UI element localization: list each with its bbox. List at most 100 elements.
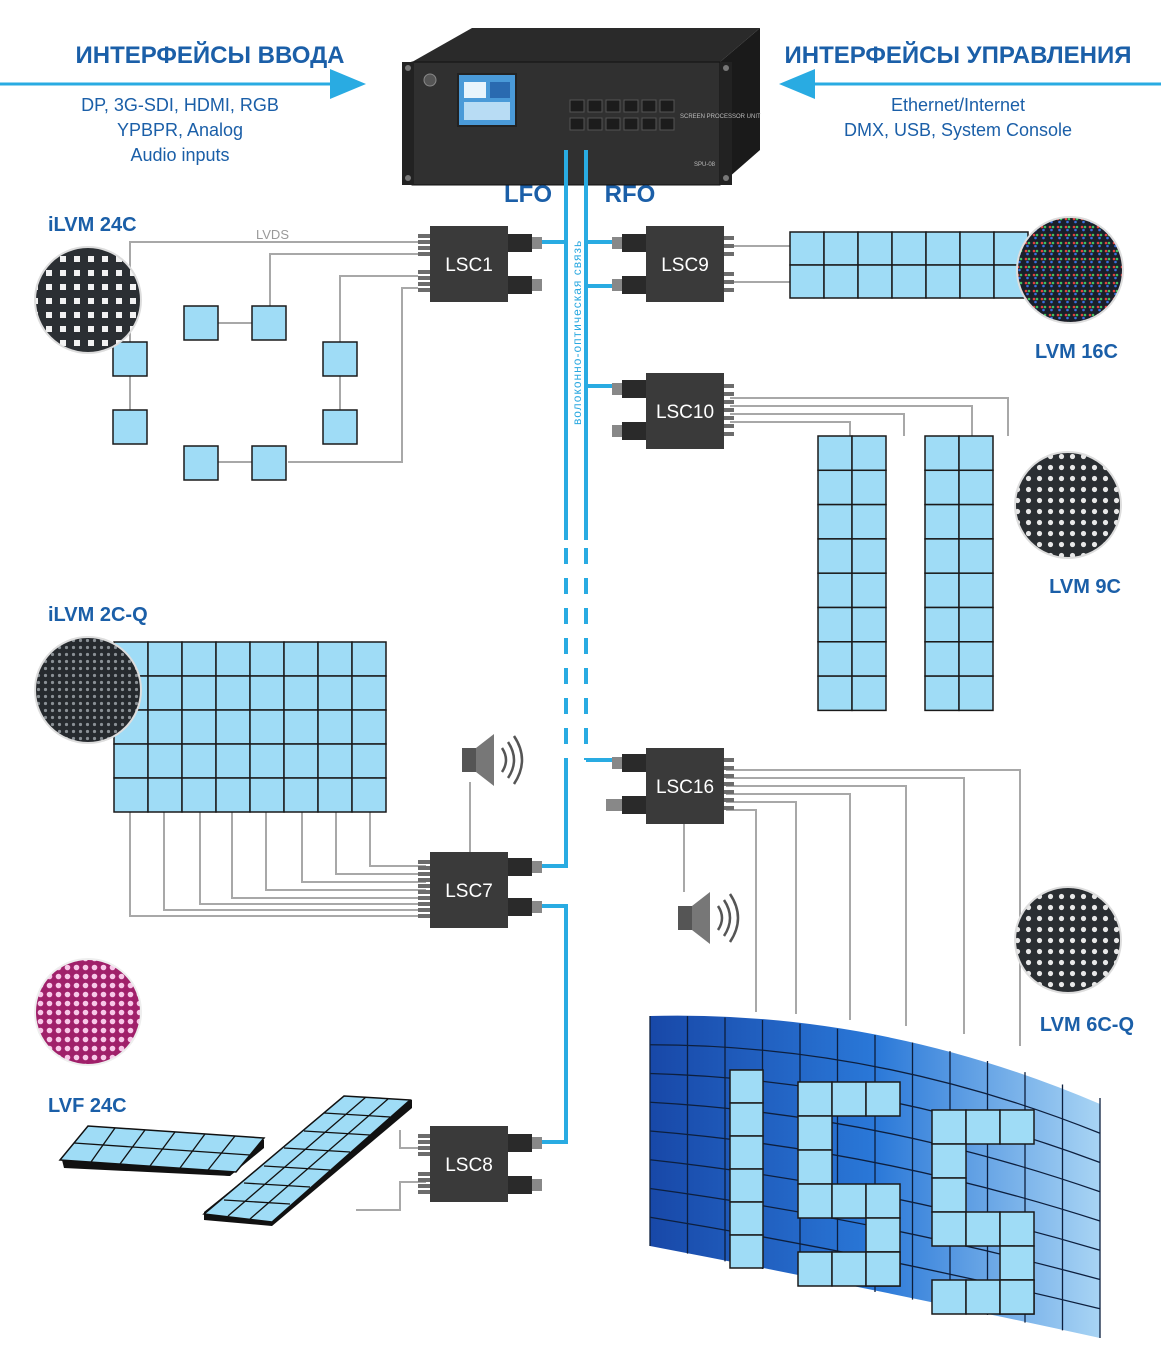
led-module-tile xyxy=(147,777,183,813)
led-module-tile xyxy=(147,709,183,745)
led-module-tile xyxy=(283,675,319,711)
fiber-optic-links: LFO RFO волоконно-оптическая связь xyxy=(504,150,656,1144)
led-module-tile xyxy=(181,709,217,745)
input-line-1: DP, 3G-SDI, HDMI, RGB xyxy=(81,95,279,115)
controller-lsc7: LSC7 xyxy=(418,852,542,928)
led-module-tile xyxy=(931,1177,967,1213)
led-module-tile xyxy=(729,1135,764,1170)
led-module-tile xyxy=(797,1081,833,1117)
led-module-tile xyxy=(317,777,353,813)
led-module-tile xyxy=(249,777,285,813)
speaker-icon xyxy=(462,734,524,786)
ilvm2cq-closeup xyxy=(34,636,142,744)
led-module-tile xyxy=(317,675,353,711)
led-module-tile xyxy=(931,1109,967,1145)
led-module-tile xyxy=(831,1183,867,1219)
controller-lsc7-label: LSC7 xyxy=(445,881,493,902)
led-module-tile xyxy=(113,743,149,779)
led-module-tile xyxy=(729,1201,764,1236)
led-module-tile xyxy=(965,1279,1001,1315)
lvm16c-wall xyxy=(789,231,1029,299)
led-module-tile xyxy=(817,503,853,540)
led-module-tile xyxy=(215,641,251,677)
device-brand-text: SCREEN PROCESSOR UNIT xyxy=(680,114,761,120)
led-module-tile xyxy=(797,1115,833,1151)
led-module-tile xyxy=(317,641,353,677)
control-interfaces-block: ИНТЕРФЕЙСЫ УПРАВЛЕНИЯ Ethernet/Internet … xyxy=(779,41,1161,140)
input-interfaces-block: ИНТЕРФЕЙСЫ ВВОДА DP, 3G-SDI, HDMI, RGB Y… xyxy=(0,41,366,165)
fiber-left-to-lsc7 xyxy=(540,760,568,868)
led-module-tile xyxy=(729,1234,764,1269)
controller-lsc16-label: LSC16 xyxy=(656,777,714,798)
controller-lsc1-label: LSC1 xyxy=(445,255,493,276)
led-module-tile xyxy=(999,1279,1035,1315)
control-line-2: DMX, USB, System Console xyxy=(844,120,1072,140)
ilvm24c-closeup xyxy=(34,246,142,354)
led-module-tile xyxy=(215,675,251,711)
led-module-tile xyxy=(865,1251,901,1287)
controller-lsc8-label: LSC8 xyxy=(445,1155,493,1176)
lvm6cq-closeup xyxy=(1014,886,1122,994)
led-module-tile xyxy=(865,1183,901,1219)
led-module-tile xyxy=(351,709,387,745)
led-module-tile xyxy=(958,641,994,677)
screen-processor-unit: SCREEN PROCESSOR UNIT SPU-08 xyxy=(402,28,761,186)
controller-lsc9: LSC9 xyxy=(612,226,734,302)
led-module-tile xyxy=(215,709,251,745)
controller-lsc8: LSC8 xyxy=(418,1126,542,1202)
led-module-tile xyxy=(249,641,285,677)
led-module-tile xyxy=(113,777,149,813)
led-module-tile xyxy=(729,1168,764,1203)
led-module-tile xyxy=(317,709,353,745)
led-module-tile xyxy=(924,435,960,472)
led-module-tile xyxy=(924,503,960,540)
led-module-tile xyxy=(351,743,387,779)
led-module-tile xyxy=(924,675,960,712)
led-module-tile xyxy=(817,641,853,677)
led-module-tile xyxy=(958,606,994,643)
ilvm24c-label: iLVM 24C xyxy=(48,214,137,236)
led-module-tile xyxy=(283,777,319,813)
led-module-tile xyxy=(797,1183,833,1219)
led-module-tile xyxy=(924,572,960,609)
led-module-tile xyxy=(851,675,887,712)
ilvm24c-modules xyxy=(112,305,358,481)
led-module-tile xyxy=(317,743,353,779)
control-interfaces-title: ИНТЕРФЕЙСЫ УПРАВЛЕНИЯ xyxy=(784,41,1131,69)
led-module-tile xyxy=(924,538,960,574)
led-module-tile xyxy=(147,675,183,711)
led-module-tile xyxy=(249,743,285,779)
led-module-tile xyxy=(283,743,319,779)
led-module-tile xyxy=(181,777,217,813)
led-module-tile xyxy=(999,1211,1035,1247)
controller-lsc16: LSC16 xyxy=(606,748,734,824)
led-module-tile xyxy=(924,469,960,506)
controller-lsc9-label: LSC9 xyxy=(661,255,709,276)
led-module-tile xyxy=(999,1245,1035,1281)
led-module-tile xyxy=(283,641,319,677)
led-module-tile xyxy=(851,503,887,540)
led-module-tile xyxy=(851,606,887,643)
lvds-label: LVDS xyxy=(256,227,289,242)
input-line-2: YPBPR, Analog xyxy=(117,120,243,140)
lvf24c-closeup xyxy=(34,958,142,1066)
led-module-tile xyxy=(958,675,994,712)
led-module-tile xyxy=(729,1069,764,1104)
led-module-tile xyxy=(931,1279,967,1315)
led-module-tile xyxy=(965,1109,1001,1145)
led-module-tile xyxy=(851,572,887,609)
lvm9c-closeup xyxy=(1014,451,1122,559)
led-module-tile xyxy=(797,1251,833,1287)
led-module-tile xyxy=(931,1211,967,1247)
led-module-tile xyxy=(147,641,183,677)
rfo-label: RFO xyxy=(605,181,656,208)
ilvm2cq-wall xyxy=(113,641,387,813)
lvf24c-label: LVF 24C xyxy=(48,1095,127,1117)
led-module-tile xyxy=(958,538,994,574)
led-module-tile xyxy=(817,675,853,712)
led-module-tile xyxy=(965,1211,1001,1247)
lvf24c-cross xyxy=(58,1095,412,1226)
led-module-tile xyxy=(249,709,285,745)
led-module-tile xyxy=(958,435,994,472)
